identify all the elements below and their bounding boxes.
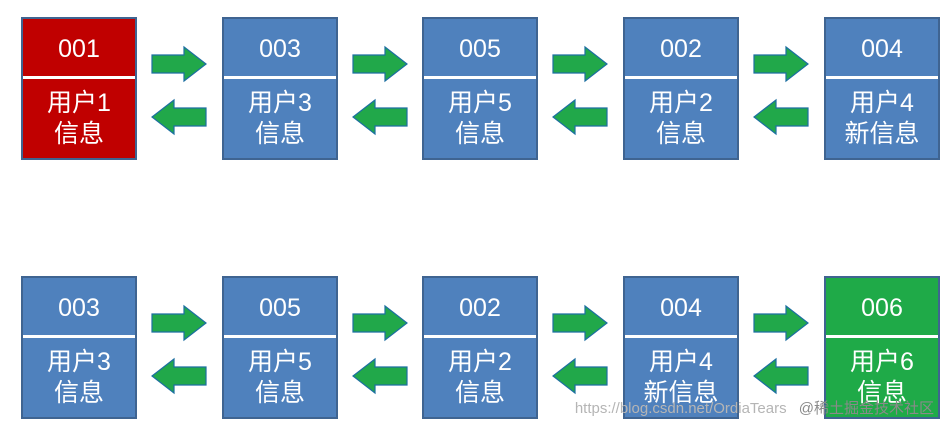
node-id: 004: [826, 19, 938, 79]
node-info: 用户6 信息: [826, 338, 938, 417]
list-node: 003 用户3 信息: [21, 276, 137, 419]
next-pointer-arrow-icon: [550, 44, 610, 84]
node-info-line: 信息: [655, 120, 706, 148]
node-info-line: 新信息: [643, 379, 719, 407]
node-info-line: 用户3: [47, 348, 111, 376]
list-node: 006 用户6 信息: [824, 276, 940, 419]
prev-pointer-arrow-icon: [350, 356, 410, 396]
node-info-line: 新信息: [844, 120, 920, 148]
node-id: 002: [424, 278, 536, 338]
list-row-after: 003 用户3 信息 005 用户5 信息 002 用户2 信息 004 用户4 新信息 006 用户6 信…: [0, 276, 946, 422]
list-node: 004 用户4 新信息: [623, 276, 739, 419]
next-pointer-arrow-icon: [350, 303, 410, 343]
node-info-line: 信息: [254, 379, 305, 407]
list-node: 002 用户2 信息: [623, 17, 739, 160]
list-node: 001 用户1 信息: [21, 17, 137, 160]
node-info-line: 信息: [254, 120, 305, 148]
list-row-before: 001 用户1 信息 003 用户3 信息 005 用户5 信息 002 用户2 信息 004 用户4 新信…: [0, 17, 946, 163]
node-info-line: 用户4: [649, 348, 713, 376]
prev-pointer-arrow-icon: [149, 356, 209, 396]
node-info: 用户3 信息: [23, 338, 135, 417]
node-info-line: 用户3: [248, 89, 312, 117]
node-id: 002: [625, 19, 737, 79]
node-info: 用户2 信息: [625, 79, 737, 158]
node-id: 003: [224, 19, 336, 79]
node-info-line: 信息: [454, 120, 505, 148]
node-info-line: 用户6: [850, 348, 914, 376]
node-info-line: 用户5: [248, 348, 312, 376]
node-info-line: 用户5: [448, 89, 512, 117]
node-info: 用户5 信息: [224, 338, 336, 417]
watermark-url: https://blog.csdn.net/OrdiaTears: [574, 400, 787, 417]
next-pointer-arrow-icon: [350, 44, 410, 84]
node-info: 用户5 信息: [424, 79, 536, 158]
list-node: 005 用户5 信息: [422, 17, 538, 160]
next-pointer-arrow-icon: [149, 303, 209, 343]
node-info-line: 信息: [53, 379, 104, 407]
node-info-line: 信息: [856, 379, 907, 407]
next-pointer-arrow-icon: [149, 44, 209, 84]
node-info-line: 信息: [454, 379, 505, 407]
prev-pointer-arrow-icon: [550, 356, 610, 396]
list-node: 002 用户2 信息: [422, 276, 538, 419]
prev-pointer-arrow-icon: [751, 97, 811, 137]
node-id: 001: [23, 19, 135, 79]
node-info-line: 用户2: [649, 89, 713, 117]
node-info-line: 用户4: [850, 89, 914, 117]
node-info: 用户3 信息: [224, 79, 336, 158]
watermark: https://blog.csdn.net/OrdiaTears @稀土掘金技术…: [575, 397, 934, 418]
next-pointer-arrow-icon: [751, 303, 811, 343]
node-info: 用户2 信息: [424, 338, 536, 417]
watermark-text: @稀土掘金技术社区: [798, 400, 934, 417]
prev-pointer-arrow-icon: [350, 97, 410, 137]
list-node: 005 用户5 信息: [222, 276, 338, 419]
next-pointer-arrow-icon: [751, 44, 811, 84]
node-info-line: 用户1: [47, 89, 111, 117]
node-id: 005: [224, 278, 336, 338]
node-id: 006: [826, 278, 938, 338]
node-id: 005: [424, 19, 536, 79]
node-info: 用户1 信息: [23, 79, 135, 158]
node-info: 用户4 新信息: [625, 338, 737, 417]
node-id: 003: [23, 278, 135, 338]
list-node: 004 用户4 新信息: [824, 17, 940, 160]
node-info-line: 用户2: [448, 348, 512, 376]
node-id: 004: [625, 278, 737, 338]
prev-pointer-arrow-icon: [751, 356, 811, 396]
list-node: 003 用户3 信息: [222, 17, 338, 160]
node-info: 用户4 新信息: [826, 79, 938, 158]
node-info-line: 信息: [53, 120, 104, 148]
next-pointer-arrow-icon: [550, 303, 610, 343]
prev-pointer-arrow-icon: [550, 97, 610, 137]
prev-pointer-arrow-icon: [149, 97, 209, 137]
